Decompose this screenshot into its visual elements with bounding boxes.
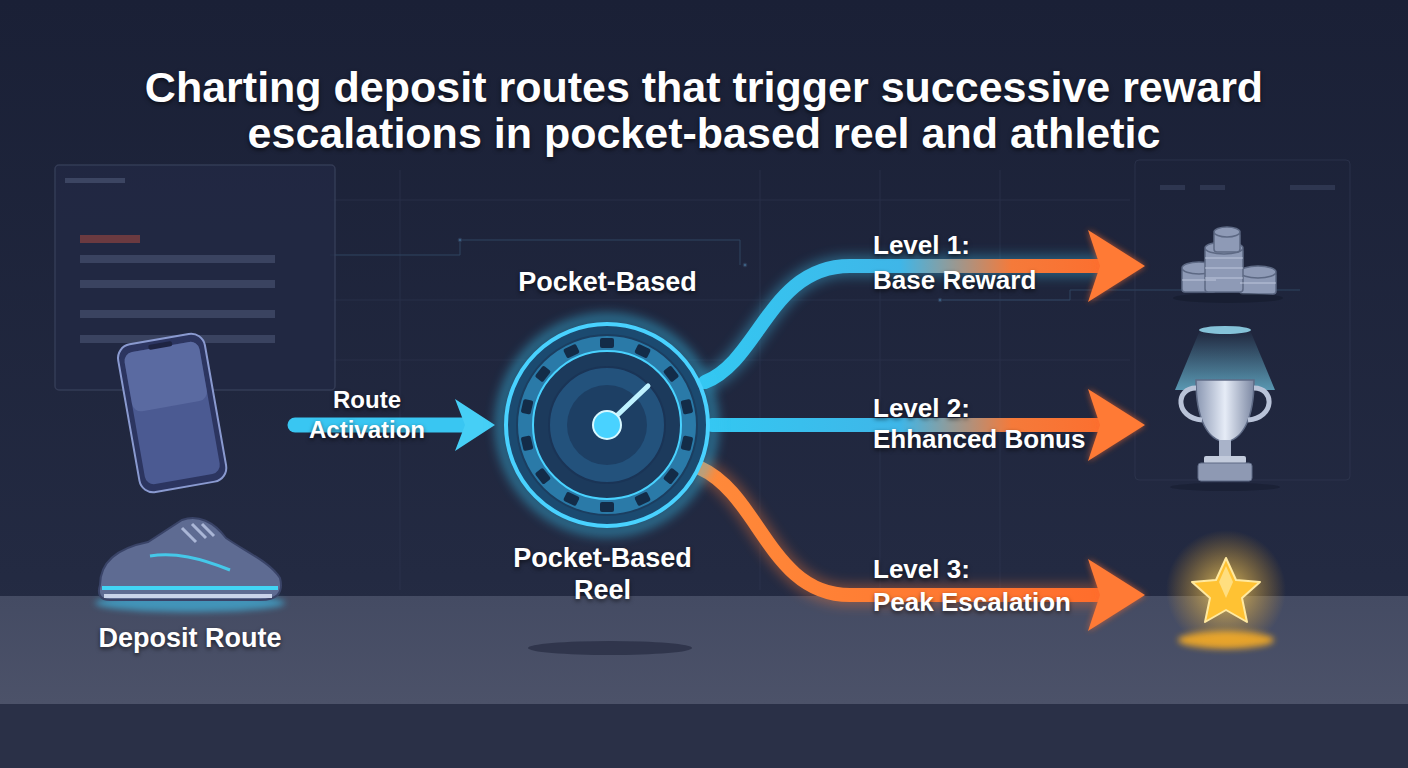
trophy-icon <box>1170 326 1280 491</box>
node-art <box>495 258 720 592</box>
label-line: Level 1: <box>873 228 1173 263</box>
node-label: Pocket-Based Reel <box>495 542 710 606</box>
level-label: Level 1: Base Reward <box>873 228 1173 298</box>
reel-shadow <box>528 641 692 655</box>
level-label: Level 3: Peak Escalation <box>873 553 1173 619</box>
arrow-head <box>455 399 495 451</box>
deposit-route-illustration: Deposit Route <box>85 320 295 665</box>
floor-shadow <box>0 704 1408 768</box>
edge-label: Route Activation <box>302 385 432 445</box>
grid-lines <box>330 170 1300 590</box>
coin-stack-icon <box>1173 227 1283 303</box>
node-art <box>85 320 295 665</box>
label-line: Peak Escalation <box>873 586 1173 619</box>
label-line: Level 2: <box>873 393 1173 424</box>
label-line: Level 3: <box>873 553 1173 586</box>
star-icon <box>1166 530 1286 650</box>
node-label: Deposit Route <box>85 622 295 654</box>
label-line: Ehhanced Bonus <box>873 424 1173 455</box>
pocket-reel-node: Pocket-BasedPocket-Based Reel <box>495 258 720 592</box>
label-line: Base Reward <box>873 263 1173 298</box>
side-panel <box>1135 160 1350 480</box>
level-label: Level 2: Ehhanced Bonus <box>873 393 1173 455</box>
diagram-title: Charting deposit routes that trigger suc… <box>114 64 1294 156</box>
node-heading: Pocket-Based <box>495 266 720 298</box>
